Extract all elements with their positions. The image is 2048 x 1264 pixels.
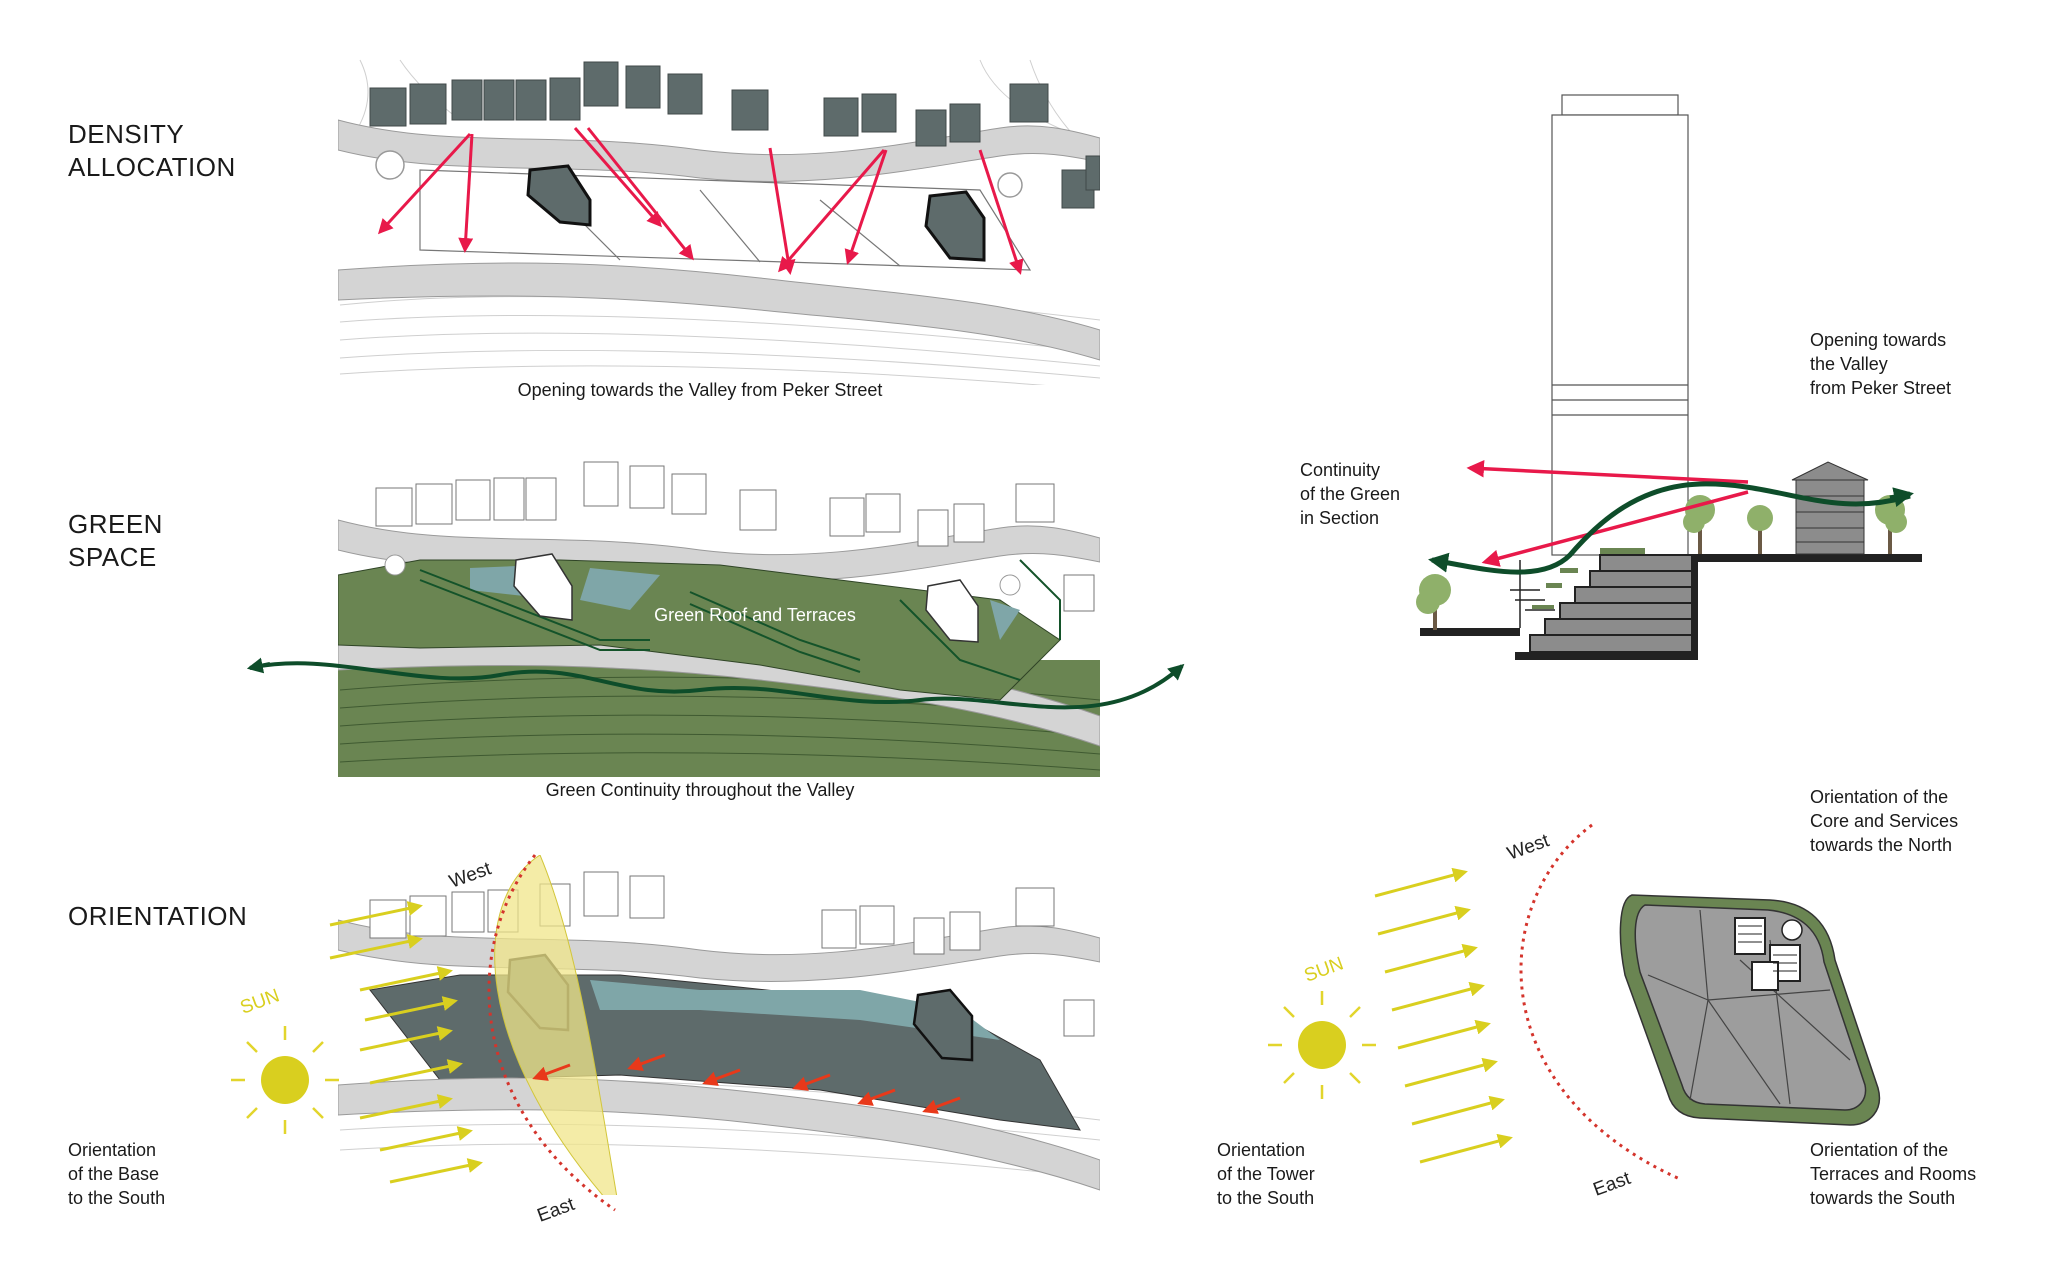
teal-pool bbox=[580, 568, 660, 610]
sun-icon-tower bbox=[1268, 991, 1376, 1099]
tree-icon bbox=[1747, 505, 1773, 554]
green-ledges bbox=[1532, 548, 1645, 609]
east-label: East bbox=[535, 1194, 579, 1227]
teal-pool bbox=[990, 600, 1020, 640]
green-continuity-arrow bbox=[249, 661, 1185, 710]
section-green-arrow bbox=[1428, 481, 1911, 575]
core-lift bbox=[1781, 919, 1803, 941]
terrace-stripes bbox=[419, 559, 1061, 681]
lower-road bbox=[338, 262, 1100, 361]
tower-footprint bbox=[912, 988, 974, 1062]
section-opening-arrows bbox=[1466, 459, 1749, 567]
basement-wall bbox=[1692, 554, 1698, 658]
terraces-south-caption: Orientation of the Terraces and Rooms to… bbox=[1810, 1140, 1977, 1208]
podium-steps bbox=[1529, 554, 1693, 653]
tower-footprint bbox=[513, 553, 573, 621]
sun-sector bbox=[494, 855, 618, 1195]
basement-floor bbox=[1515, 652, 1698, 660]
teal-band bbox=[590, 980, 1000, 1040]
west-east-arc bbox=[1519, 823, 1683, 1182]
roundabout bbox=[999, 574, 1021, 596]
density-allocation-heading: DENSITY ALLOCATION bbox=[68, 119, 236, 182]
tower-floor-plan bbox=[1619, 894, 1881, 1126]
tower-section bbox=[1551, 94, 1689, 556]
shade-arrows bbox=[532, 1053, 961, 1114]
green-plan: Green Roof and Terraces bbox=[338, 461, 1100, 777]
sun-icon-base bbox=[231, 1026, 339, 1134]
green-plan-caption: Green Continuity throughout the Valley bbox=[545, 780, 855, 800]
ground-left bbox=[1420, 628, 1520, 636]
tower-footprint bbox=[925, 579, 979, 643]
density-plan bbox=[338, 59, 1100, 385]
section-opening-caption: Opening towards the Valley from Peker St… bbox=[1810, 330, 1952, 398]
sun-label-base: SUN bbox=[238, 985, 283, 1018]
orientation-plan bbox=[338, 855, 1100, 1195]
core-north-caption: Orientation of the Core and Services tow… bbox=[1810, 787, 1959, 855]
section-diagram bbox=[1416, 94, 1922, 660]
west-east-arc bbox=[487, 854, 616, 1212]
trees bbox=[1416, 495, 1907, 630]
orientation-heading: ORIENTATION bbox=[68, 901, 248, 931]
houses bbox=[369, 61, 1100, 209]
west-label: West bbox=[447, 858, 495, 893]
section-green-caption: Continuity of the Green in Section bbox=[1300, 460, 1401, 528]
tower-orientation: SUN West East bbox=[1268, 823, 1881, 1201]
base-south-caption: Orientation of the Base to the South bbox=[68, 1140, 166, 1208]
tower-footprint bbox=[526, 164, 592, 227]
tree-icon bbox=[1416, 574, 1451, 630]
upper-road bbox=[338, 119, 1100, 182]
houses bbox=[375, 461, 1095, 612]
sun-rays-base bbox=[329, 901, 483, 1184]
green-roof-label: Green Roof and Terraces bbox=[654, 605, 856, 625]
sun-label-tower: SUN bbox=[1302, 953, 1347, 986]
roundabout bbox=[997, 172, 1023, 198]
roundabout bbox=[384, 554, 406, 576]
west-label: West bbox=[1505, 830, 1553, 865]
roundabout bbox=[375, 150, 405, 180]
tower-footprint bbox=[924, 190, 986, 262]
density-plan-caption: Opening towards the Valley from Peker St… bbox=[517, 380, 883, 400]
house-section bbox=[1791, 461, 1869, 555]
sun-rays-tower bbox=[1374, 867, 1513, 1164]
east-label: East bbox=[1591, 1168, 1635, 1201]
ground-right bbox=[1690, 554, 1922, 562]
green-space-heading: GREEN SPACE bbox=[68, 509, 163, 572]
lower-road bbox=[338, 1077, 1100, 1191]
tower-south-caption: Orientation of the Tower to the South bbox=[1217, 1140, 1315, 1208]
opening-arrows bbox=[377, 127, 1024, 275]
